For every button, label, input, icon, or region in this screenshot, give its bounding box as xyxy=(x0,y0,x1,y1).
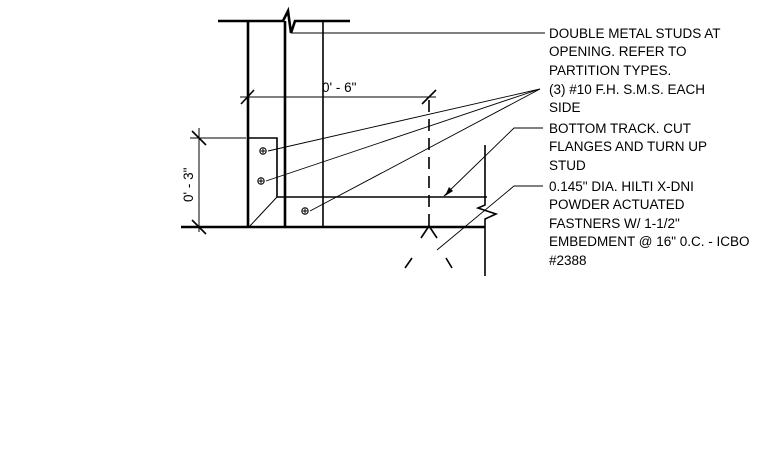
fastener-spray-right xyxy=(445,257,453,269)
width-dimension xyxy=(240,89,437,105)
note-fasteners-line-3: FASTNERS W/ 1-1/2" xyxy=(549,216,680,231)
screw-icon-1 xyxy=(259,147,267,155)
fastener-icon xyxy=(420,224,438,239)
track-leader-arrowhead xyxy=(445,187,453,196)
width-dimension-label: 0' - 6" xyxy=(322,80,357,95)
turned-up-flange xyxy=(249,137,487,198)
note-track-line-3: STUD xyxy=(549,158,586,173)
flange-diagonal xyxy=(248,196,278,228)
note-studs-line-2: OPENING. REFER TO xyxy=(549,44,687,59)
note-leaders xyxy=(265,32,545,251)
note-studs-line-1: DOUBLE METAL STUDS AT xyxy=(549,26,721,41)
note-fasteners-line-4: EMBEDMENT @ 16" 0.C. - ICBO xyxy=(549,234,750,249)
note-fasteners-line-5: #2388 xyxy=(549,253,587,268)
screw-icon-2 xyxy=(257,177,265,185)
fastener-spray-left xyxy=(404,257,413,269)
note-studs-line-3: PARTITION TYPES. xyxy=(549,63,671,78)
height-dimension-label: 0' - 3" xyxy=(181,167,196,202)
note-screws-line-1: (3) #10 F.H. S.M.S. EACH xyxy=(549,82,705,97)
right-break-line xyxy=(475,145,499,276)
note-screws-line-2: SIDE xyxy=(549,100,581,115)
note-track-line-2: FLANGES AND TURN UP xyxy=(549,139,707,154)
top-break-line xyxy=(218,6,350,34)
note-fasteners-line-2: POWDER ACTUATED xyxy=(549,197,685,212)
height-dimension xyxy=(190,128,246,235)
note-track-line-1: BOTTOM TRACK. CUT xyxy=(549,121,691,136)
screw-icon-3 xyxy=(301,207,309,215)
note-fasteners-line-1: 0.145" DIA. HILTI X-DNI xyxy=(549,179,694,194)
